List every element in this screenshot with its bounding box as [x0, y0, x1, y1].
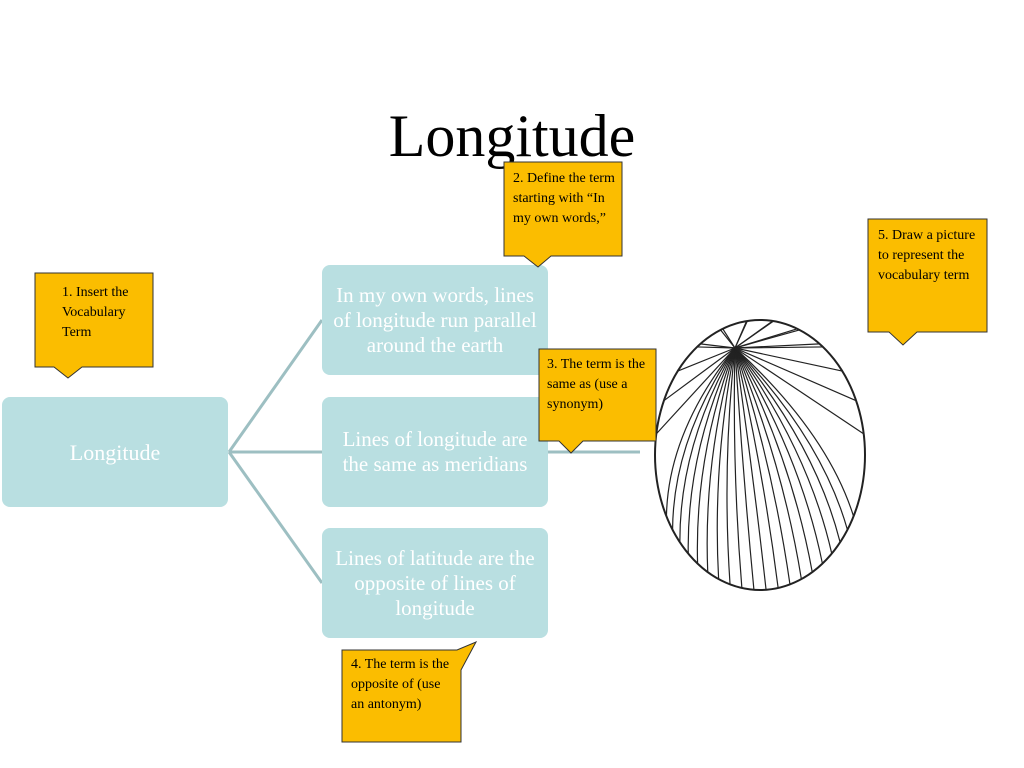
- globe-meridian-line: [697, 346, 736, 349]
- globe-meridian-line: [655, 347, 736, 435]
- globe-meridian-line: [734, 347, 857, 402]
- globe-meridian-line: [716, 347, 736, 580]
- globe-meridian-line: [734, 347, 849, 530]
- globe-meridian-line: [663, 347, 736, 402]
- globe-meridian-line: [734, 346, 823, 349]
- globe-meridians-icon: [654, 319, 866, 591]
- callout-step-1: 1. Insert the Vocabulary Term: [62, 285, 129, 340]
- globe-meridian-line: [734, 347, 755, 590]
- globe-meridian-line: [706, 347, 736, 573]
- globe-meridian-line: [734, 347, 767, 590]
- globe-meridian-line: [734, 347, 843, 372]
- main-term-box: Longitude: [2, 397, 228, 507]
- globe-meridian-line: [734, 347, 865, 435]
- callout-step-2: 2. Define the term starting with “In my …: [513, 171, 615, 226]
- globe-meridian-line: [679, 347, 736, 543]
- callout-step-5: 5. Draw a picture to represent the vocab…: [878, 228, 976, 283]
- callout-step-4: 4. The term is the opposite of (use an a…: [351, 657, 450, 712]
- globe-meridian-line: [734, 347, 855, 517]
- connector-line-top: [227, 319, 324, 453]
- slide-title: Longitude: [388, 103, 636, 169]
- globe-meridian-line: [734, 347, 779, 589]
- globe-meridian-line: [734, 347, 802, 580]
- globe-meridian-line: [677, 347, 736, 372]
- globe-meridian-line: [734, 347, 791, 585]
- globe-meridian-line: [734, 320, 748, 349]
- globe-meridian-line: [720, 329, 736, 349]
- connector-line-bottom: [227, 451, 324, 584]
- globe-meridian-line: [671, 347, 736, 530]
- globe-meridian-line: [734, 320, 774, 349]
- callout-step-3: 3. The term is the same as (use a synony…: [547, 357, 646, 412]
- antonym-box: Lines of latitude are the opposite of li…: [322, 528, 548, 638]
- globe-meridian-line: [734, 347, 833, 554]
- synonym-box: Lines of longitude are the same as merid…: [322, 397, 548, 507]
- definition-box: In my own words, lines of longitude run …: [322, 265, 548, 375]
- globe-meridian-line: [726, 347, 736, 585]
- globe-meridian-line: [734, 329, 800, 349]
- globe-meridian-line: [687, 347, 736, 554]
- globe-meridian-line: [734, 347, 841, 543]
- globe-meridian-line: [733, 347, 743, 589]
- globe-meridian-line: [665, 347, 736, 517]
- globe-meridian-line: [696, 347, 736, 564]
- globe-meridian-line: [734, 347, 813, 573]
- globe-meridian-line: [734, 347, 824, 564]
